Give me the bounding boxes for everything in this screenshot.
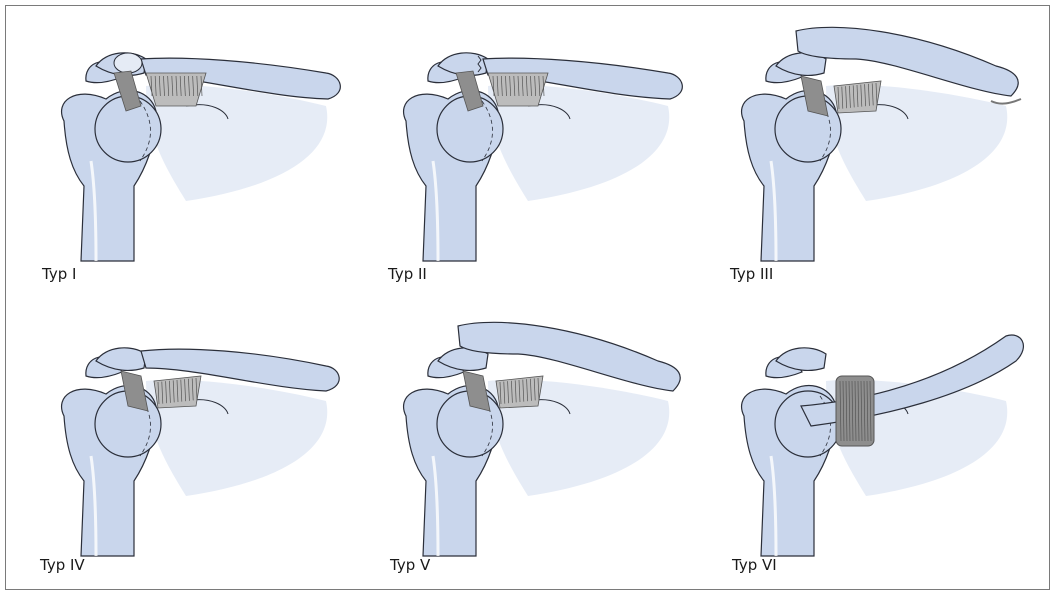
shoulder-drawing	[62, 53, 341, 261]
panel-label-typ-1: Typ I	[42, 265, 76, 283]
displacement-mark	[991, 99, 1021, 104]
panel-label-typ-3: Typ III	[730, 265, 773, 283]
panel-label-typ-6: Typ VI	[732, 556, 777, 574]
shoulder-illustration-typ-6	[716, 306, 1056, 566]
panel-typ-5: Typ V	[378, 306, 723, 596]
shoulder-drawing	[404, 322, 681, 556]
shoulder-illustration-typ-3	[716, 11, 1056, 271]
panel-label-typ-5: Typ V	[390, 556, 430, 574]
shoulder-illustration-typ-2	[378, 11, 723, 271]
shoulder-illustration-typ-4	[36, 306, 381, 566]
shoulder-illustration-typ-1	[36, 11, 381, 271]
panel-typ-4: Typ IV	[36, 306, 381, 596]
panel-typ-6: Typ VI	[716, 306, 1056, 596]
humeral-head	[775, 391, 841, 457]
ac-capsule	[114, 53, 142, 73]
shoulder-drawing	[742, 335, 1024, 556]
shoulder-illustration-typ-5	[378, 306, 723, 566]
panel-typ-1: Typ I	[36, 11, 381, 301]
figure-frame: Typ I Typ II Typ III Typ IV Typ V Typ VI	[5, 5, 1050, 590]
shoulder-drawing	[404, 53, 683, 261]
panel-grid: Typ I Typ II Typ III Typ IV Typ V Typ VI	[6, 6, 1049, 589]
panel-typ-3: Typ III	[716, 11, 1056, 301]
shoulder-drawing	[742, 27, 1021, 261]
panel-label-typ-4: Typ IV	[40, 556, 85, 574]
shoulder-drawing	[62, 348, 340, 556]
panel-typ-2: Typ II	[378, 11, 723, 301]
panel-label-typ-2: Typ II	[388, 265, 427, 283]
